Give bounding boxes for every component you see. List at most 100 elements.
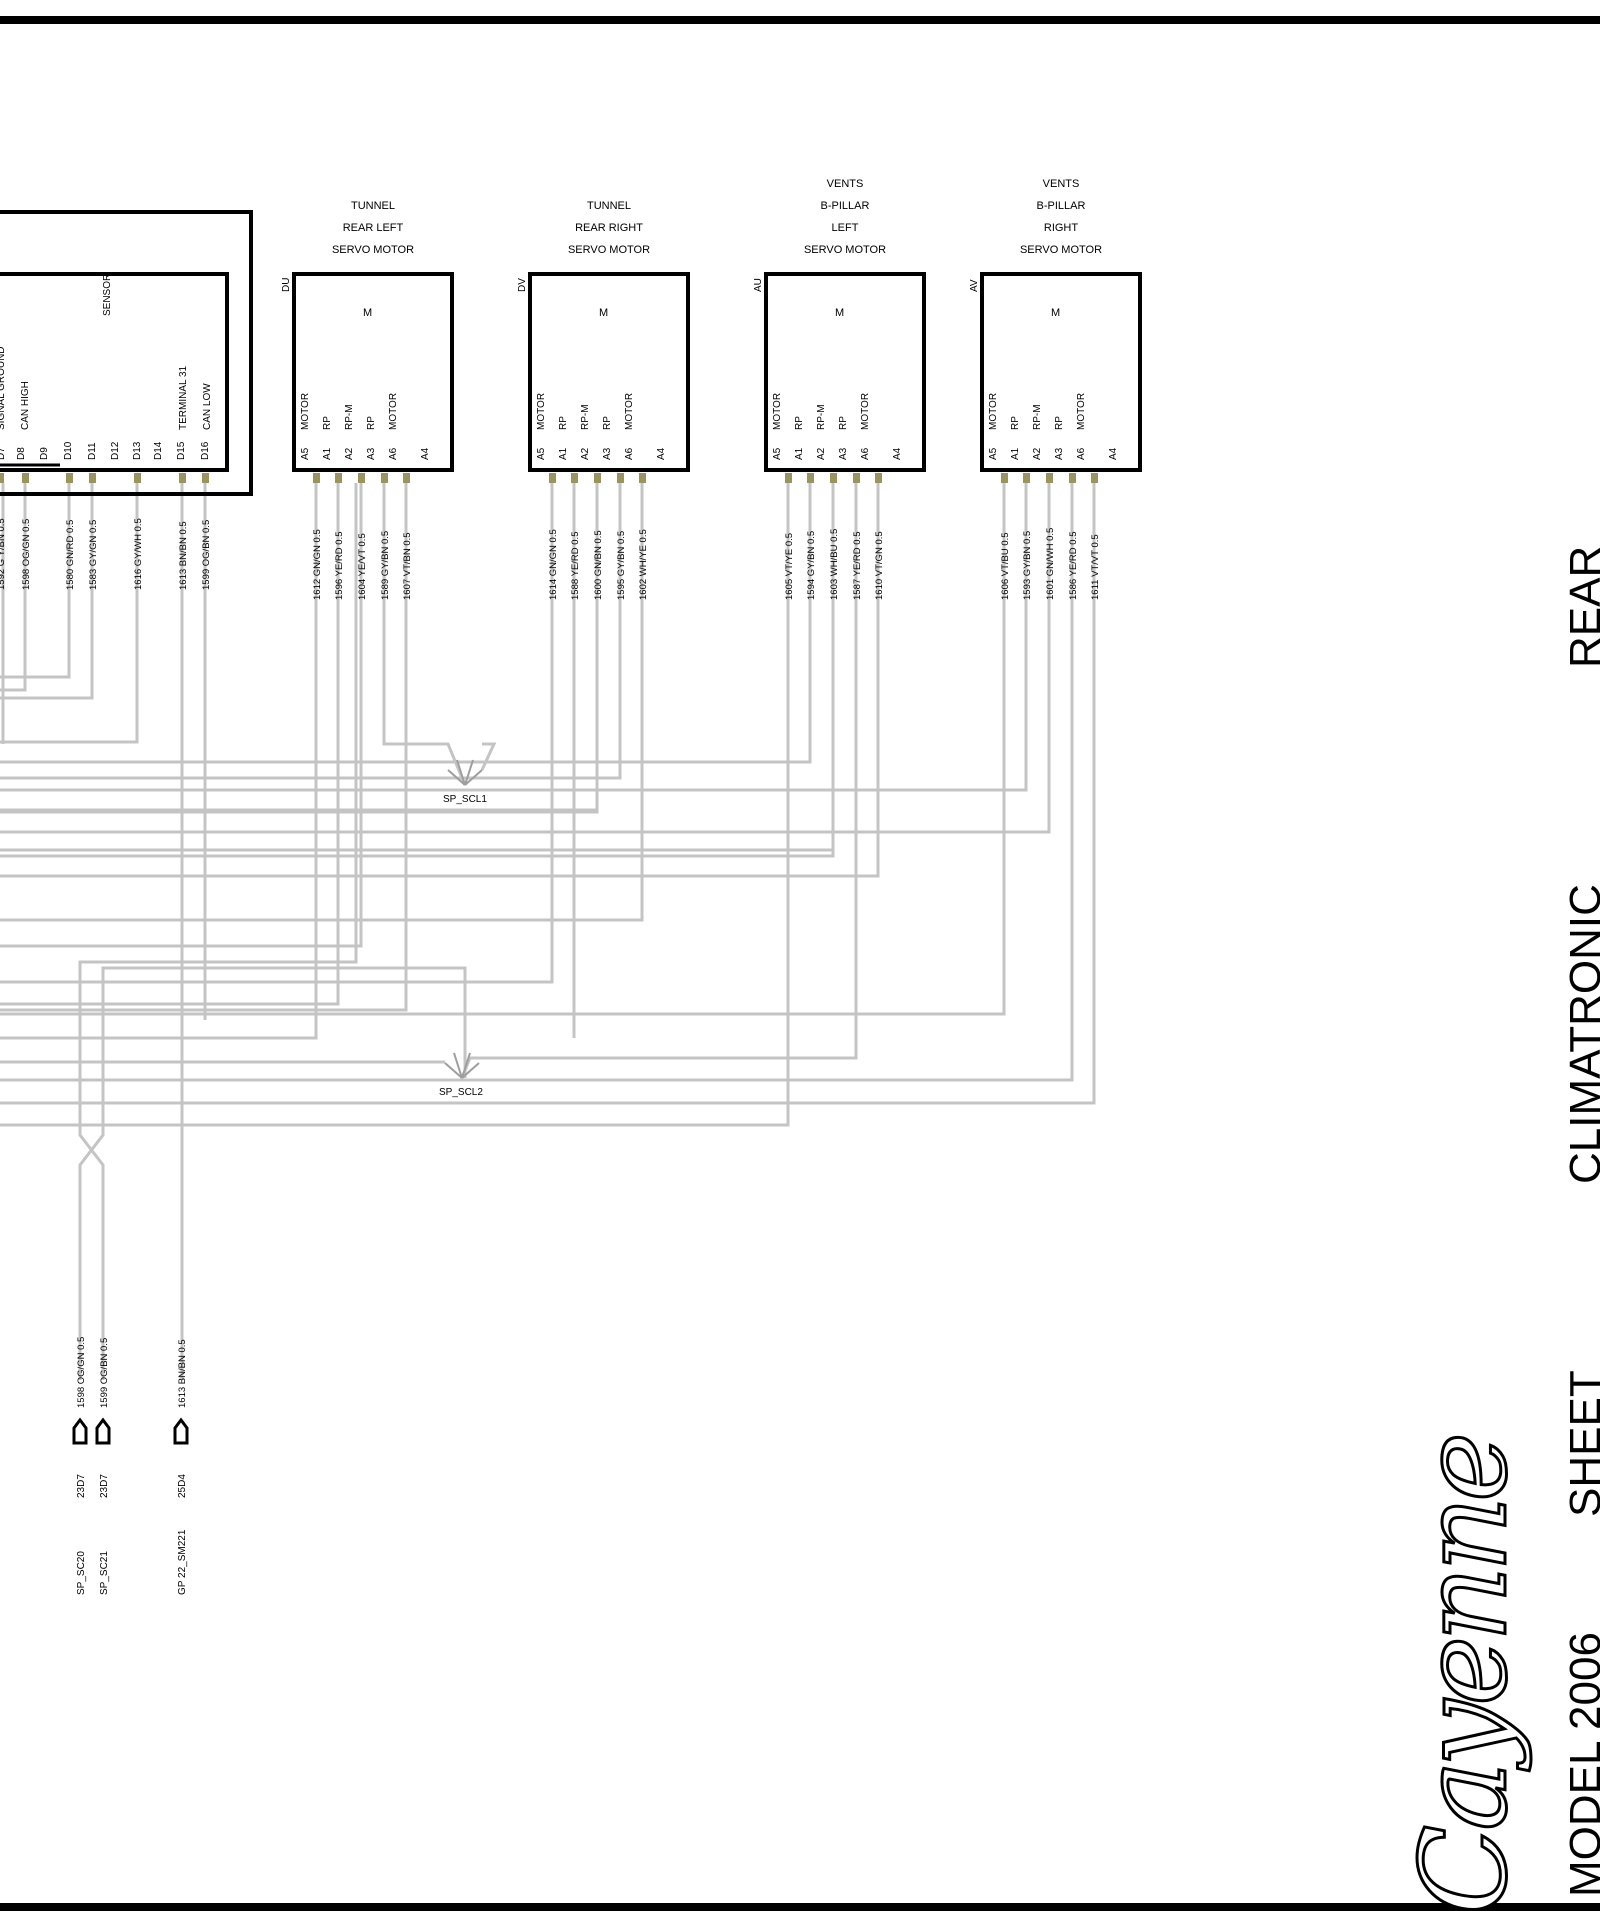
pin-label: A3 (366, 447, 377, 460)
pin-function: RP (366, 416, 377, 430)
terminal-pin (179, 473, 186, 483)
servo-title-line: REAR RIGHT (575, 222, 643, 234)
pin-label: A1 (558, 447, 569, 460)
pin-function: MOTOR (536, 393, 547, 430)
pin-label: D8 (16, 447, 27, 460)
terminal-pin (1046, 473, 1053, 483)
sheet-subtitle: REAR (1561, 546, 1600, 668)
pin-function: MOTOR (388, 393, 399, 430)
connector-wire-label: 1599 OG/BN 0.5 (99, 1338, 110, 1408)
wire-label: 1602 WH/YE 0.5 (638, 529, 649, 600)
terminal-pin (381, 473, 388, 483)
pin-label: A3 (1054, 447, 1065, 460)
terminal-pin (830, 473, 837, 483)
pin-label: D7 (0, 447, 7, 460)
wire-label: 1603 WH/BU 0.5 (829, 529, 840, 600)
pin-function: RP-M (344, 404, 355, 430)
pin-label: D10 (63, 441, 74, 460)
pin-label: A1 (322, 447, 333, 460)
pin-label: A5 (988, 447, 999, 460)
component-id: DU (281, 278, 292, 292)
connector-name: GP 22_SM221 (177, 1529, 188, 1595)
terminal-pin (1069, 473, 1076, 483)
pin-label: D9 (39, 447, 50, 460)
pin-label: A2 (580, 447, 591, 460)
terminal-pin (202, 473, 209, 483)
pin-label: A6 (1076, 447, 1087, 460)
terminal-pin (1023, 473, 1030, 483)
connector-ref: 25D4 (177, 1474, 188, 1498)
sensor-label: SENSOR (102, 274, 113, 316)
pin-label: A1 (1010, 447, 1021, 460)
wire-label: 1587 YE/RD 0.5 (852, 532, 863, 600)
pin-label: A4 (420, 447, 431, 460)
signal-label: CAN LOW (202, 383, 213, 430)
terminal-pin (571, 473, 578, 483)
connector-name: SP_SC21 (99, 1551, 110, 1595)
component-id: AU (753, 278, 764, 292)
terminal-pin (313, 473, 320, 483)
wire-label: 1611 VT/VT 0.5 (1090, 534, 1101, 600)
terminal-pin (1001, 473, 1008, 483)
pin-label: A6 (388, 447, 399, 460)
component-id: AV (969, 279, 980, 292)
wire-label: 1601 GN/WH 0.5 (1045, 528, 1056, 600)
servo-title-line: SERVO MOTOR (1020, 244, 1102, 256)
cayenne-logo: Cayenne (1394, 1435, 1535, 1916)
pin-function: MOTOR (988, 393, 999, 430)
wire-label: 1604 YE/VT 0.5 (357, 533, 368, 600)
wire-label: 1606 VT/BU 0.5 (1000, 532, 1011, 600)
connector-wire-label: 1613 BN/BN 0.5 (177, 1339, 188, 1408)
pin-label: D13 (132, 441, 143, 460)
servo-title-line: B-PILLAR (1037, 200, 1086, 212)
pin-label: A1 (794, 447, 805, 460)
pin-label: A2 (1032, 447, 1043, 460)
model-year: MODEL 2006 (1561, 1632, 1600, 1897)
servo-title-line: TUNNEL (587, 200, 631, 212)
signal-label: CAN HIGH (20, 381, 31, 430)
wire-label: 1583 GY/GN 0.5 (88, 520, 99, 590)
pin-function: RP (838, 416, 849, 430)
servo-title-line: B-PILLAR (821, 200, 870, 212)
pin-function: RP-M (1032, 404, 1043, 430)
terminal-pin (875, 473, 882, 483)
terminal-pin (134, 473, 141, 483)
pin-function: RP (1010, 416, 1021, 430)
wire-label: 1610 VT/GN 0.5 (874, 531, 885, 600)
terminal-pin (807, 473, 814, 483)
svg-text:Cayenne: Cayenne (1395, 1437, 1533, 1915)
wire-label: 1600 GN/BN 0.5 (593, 530, 604, 600)
splice-label: SP_SCL2 (439, 1087, 483, 1098)
terminal-pin (66, 473, 73, 483)
sheet-label: SHEET (1561, 1370, 1600, 1517)
connector-wire-label: 1598 OG/GN 0.5 (76, 1337, 87, 1408)
pin-label: A2 (344, 447, 355, 460)
servo-title-line: VENTS (1043, 178, 1080, 190)
pin-label: A3 (838, 447, 849, 460)
servo-title-line: TUNNEL (351, 200, 395, 212)
pin-function: RP (1054, 416, 1065, 430)
terminal-pin (22, 473, 29, 483)
servo-title-line: SERVO MOTOR (332, 244, 414, 256)
terminal-pin (1091, 473, 1098, 483)
pin-label: A6 (624, 447, 635, 460)
motor-symbol: M (1051, 307, 1060, 319)
wire-label: 1580 GN/RD 0.5 (65, 520, 76, 590)
pin-label: A5 (772, 447, 783, 460)
pin-label: A5 (536, 447, 547, 460)
pin-label: D15 (176, 441, 187, 460)
component-id: DV (517, 278, 528, 292)
top-border (0, 16, 1600, 24)
pin-label: A4 (1108, 447, 1119, 460)
terminal-pin (89, 473, 96, 483)
pin-function: RP-M (580, 404, 591, 430)
terminal-pin (0, 473, 4, 483)
